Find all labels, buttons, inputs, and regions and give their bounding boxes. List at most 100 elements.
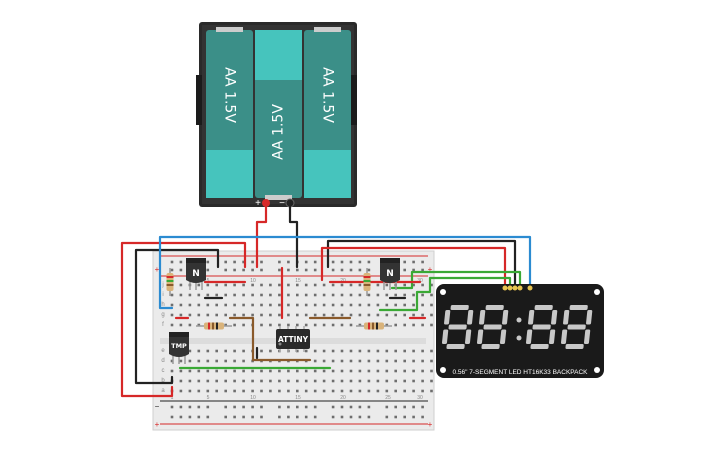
breadboard-hole[interactable] (304, 369, 308, 373)
breadboard-hole[interactable] (197, 369, 201, 373)
breadboard-hole[interactable] (242, 260, 245, 264)
breadboard-hole[interactable] (269, 283, 272, 287)
breadboard-hole[interactable] (421, 323, 424, 327)
breadboard-hole[interactable] (233, 389, 236, 393)
breadboard-hole[interactable] (421, 369, 424, 373)
wire-blue-left-bottom[interactable] (158, 262, 174, 310)
breadboard-hole[interactable] (233, 323, 236, 327)
breadboard-hole[interactable] (340, 293, 344, 297)
breadboard-hole[interactable] (385, 323, 389, 327)
breadboard-hole[interactable] (358, 369, 362, 373)
breadboard-hole[interactable] (215, 359, 218, 363)
breadboard-hole[interactable] (349, 359, 353, 363)
breadboard-hole[interactable] (188, 313, 192, 317)
breadboard-hole[interactable] (421, 260, 424, 264)
breadboard-hole[interactable] (251, 260, 254, 264)
breadboard-hole[interactable] (394, 415, 397, 419)
breadboard-hole[interactable] (197, 379, 201, 383)
breadboard-hole[interactable] (287, 323, 290, 327)
breadboard-hole[interactable] (260, 379, 263, 383)
breadboard-hole[interactable] (170, 313, 174, 317)
breadboard-hole[interactable] (304, 379, 308, 383)
breadboard-hole[interactable] (224, 379, 227, 383)
breadboard-hole[interactable] (322, 369, 326, 373)
breadboard-hole[interactable] (358, 268, 362, 272)
breadboard-hole[interactable] (412, 303, 415, 307)
breadboard-hole[interactable] (358, 359, 362, 363)
breadboard-hole[interactable] (260, 268, 263, 272)
breadboard-hole[interactable] (349, 313, 353, 317)
breadboard-hole[interactable] (367, 260, 371, 264)
breadboard-hole[interactable] (403, 379, 406, 383)
breadboard-hole[interactable] (421, 389, 424, 393)
breadboard-hole[interactable] (340, 415, 344, 419)
breadboard-hole[interactable] (421, 283, 424, 287)
breadboard-hole[interactable] (206, 260, 210, 264)
breadboard-hole[interactable] (304, 260, 308, 264)
breadboard-hole[interactable] (188, 415, 192, 419)
breadboard-hole[interactable] (269, 303, 272, 307)
breadboard-hole[interactable] (403, 359, 406, 363)
breadboard-hole[interactable] (358, 389, 362, 393)
breadboard-hole[interactable] (233, 379, 236, 383)
breadboard-hole[interactable] (313, 369, 317, 373)
breadboard-hole[interactable] (412, 283, 415, 287)
breadboard-hole[interactable] (403, 260, 406, 264)
breadboard-hole[interactable] (385, 283, 389, 287)
breadboard-hole[interactable] (260, 415, 263, 419)
breadboard-hole[interactable] (322, 359, 326, 363)
breadboard-hole[interactable] (170, 268, 174, 272)
breadboard-hole[interactable] (197, 389, 201, 393)
breadboard-hole[interactable] (412, 313, 415, 317)
breadboard-hole[interactable] (376, 303, 380, 307)
breadboard-hole[interactable] (421, 313, 424, 317)
resistor-right-top[interactable] (363, 268, 371, 296)
breadboard-hole[interactable] (296, 313, 299, 317)
breadboard-hole[interactable] (376, 389, 380, 393)
seven-segment-display[interactable]: 0.56" 7-SEGMENT LED HT16K33 BACKPACK (436, 284, 604, 378)
breadboard-hole[interactable] (278, 369, 281, 373)
breadboard-hole[interactable] (251, 415, 254, 419)
breadboard-hole[interactable] (206, 349, 210, 353)
wire-green-display-1[interactable] (390, 270, 522, 290)
breadboard-hole[interactable] (358, 293, 362, 297)
breadboard-hole[interactable] (367, 303, 371, 307)
breadboard-hole[interactable] (403, 405, 406, 409)
battery-plus-terminal[interactable] (262, 199, 270, 207)
breadboard-hole[interactable] (358, 379, 362, 383)
breadboard-hole[interactable] (331, 415, 335, 419)
breadboard-hole[interactable] (430, 369, 433, 373)
breadboard-hole[interactable] (179, 405, 183, 409)
breadboard-hole[interactable] (412, 369, 415, 373)
breadboard-hole[interactable] (224, 260, 227, 264)
breadboard-hole[interactable] (206, 283, 210, 287)
breadboard-hole[interactable] (385, 389, 389, 393)
breadboard-hole[interactable] (358, 260, 362, 264)
breadboard-hole[interactable] (331, 359, 335, 363)
breadboard-hole[interactable] (242, 359, 245, 363)
breadboard-hole[interactable] (376, 313, 380, 317)
breadboard-hole[interactable] (340, 283, 344, 287)
breadboard-hole[interactable] (179, 260, 183, 264)
breadboard-hole[interactable] (349, 323, 353, 327)
breadboard-hole[interactable] (242, 349, 245, 353)
breadboard-hole[interactable] (233, 293, 236, 297)
breadboard-hole[interactable] (197, 283, 201, 287)
breadboard-hole[interactable] (206, 415, 210, 419)
breadboard-hole[interactable] (403, 389, 406, 393)
breadboard-hole[interactable] (430, 303, 433, 307)
breadboard-hole[interactable] (179, 303, 183, 307)
breadboard-hole[interactable] (170, 369, 174, 373)
breadboard-hole[interactable] (430, 313, 433, 317)
breadboard-hole[interactable] (313, 349, 317, 353)
breadboard-hole[interactable] (304, 303, 308, 307)
breadboard-hole[interactable] (188, 369, 192, 373)
breadboard-hole[interactable] (430, 323, 433, 327)
breadboard-hole[interactable] (269, 369, 272, 373)
breadboard-hole[interactable] (206, 303, 210, 307)
breadboard-hole[interactable] (278, 313, 281, 317)
breadboard-hole[interactable] (304, 389, 308, 393)
breadboard-hole[interactable] (224, 389, 227, 393)
breadboard-hole[interactable] (188, 293, 192, 297)
breadboard-hole[interactable] (188, 389, 192, 393)
